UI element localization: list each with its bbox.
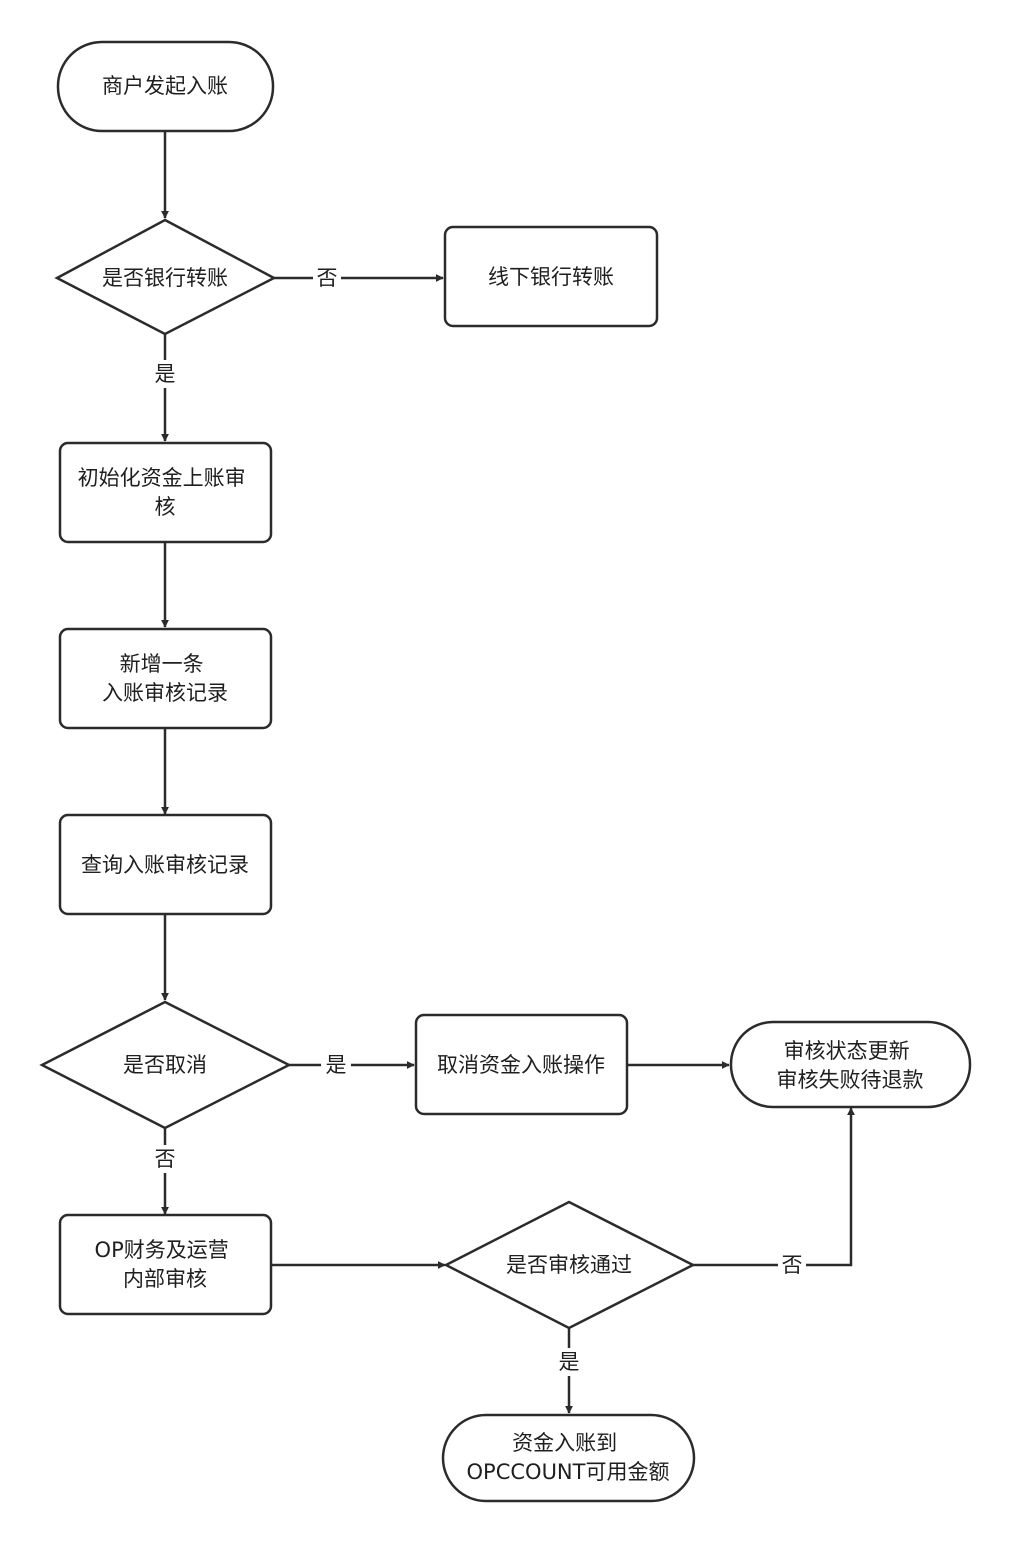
node-credit-account-text: 资金入账到 OPCCOUNT可用金额: [467, 1431, 670, 1484]
node-is-approved-line-1: 是否审核通过: [506, 1253, 632, 1277]
node-query-record-text: 查询入账审核记录: [81, 853, 249, 877]
node-is-bank-transfer-line-1: 是否银行转账: [102, 266, 228, 290]
node-start: 商户发起入账: [56, 40, 275, 133]
edge-approved-no-label-bg: [778, 1251, 806, 1279]
node-add-record-line-2: 入账审核记录: [102, 681, 228, 705]
node-cancel-op-line-1: 取消资金入账操作: [437, 1053, 605, 1077]
edge-cancel-no-label: 否: [155, 1147, 176, 1171]
edge-approved-no-label: 否: [782, 1253, 803, 1277]
node-offline-bank-transfer: 线下银行转账: [443, 225, 659, 328]
edge-approved-no: [693, 1107, 855, 1267]
node-op-audit-line-1: OP财务及运营: [95, 1238, 229, 1262]
node-offline-bank-transfer-line-1: 线下银行转账: [488, 265, 614, 289]
node-offline-bank-transfer-text: 线下银行转账: [488, 265, 614, 289]
node-credit-account-line-2: OPCCOUNT可用金额: [467, 1460, 670, 1484]
node-add-record-line-1: 新增一条: [120, 652, 204, 676]
node-is-cancel-line-1: 是否取消: [123, 1053, 207, 1077]
edge-bank-no-label: 否: [317, 266, 338, 290]
edges: 否 是 是 否 否 是: [150, 131, 855, 1414]
node-op-audit-text: OP财务及运营 内部审核: [95, 1238, 236, 1291]
node-op-audit-line-2: 内部审核: [123, 1267, 207, 1291]
node-credit-account: 资金入账到 OPCCOUNT可用金额: [441, 1413, 696, 1503]
node-is-bank-transfer: 是否银行转账: [54, 218, 277, 336]
node-is-bank-transfer-text: 是否银行转账: [102, 266, 228, 290]
node-credit-account-line-1: 资金入账到: [512, 1431, 617, 1455]
node-is-cancel: 是否取消: [39, 1000, 292, 1130]
node-start-text: 商户发起入账: [102, 74, 228, 98]
node-init-audit-line-2: 核: [155, 495, 176, 519]
node-query-record: 查询入账审核记录: [58, 813, 273, 916]
node-query-record-line-1: 查询入账审核记录: [81, 853, 249, 877]
node-status-update: 审核状态更新 审核失败待退款: [729, 1020, 972, 1109]
node-status-update-line-2: 审核失败待退款: [777, 1068, 924, 1092]
node-op-audit: OP财务及运营 内部审核: [58, 1213, 273, 1316]
node-status-update-text: 审核状态更新 审核失败待退款: [777, 1039, 924, 1092]
node-init-audit-text: 初始化资金上账审 核: [78, 466, 253, 519]
edge-cancel-yes-label-bg: [321, 1051, 351, 1079]
node-is-approved-text: 是否审核通过: [506, 1253, 632, 1277]
node-is-approved: 是否审核通过: [443, 1200, 696, 1330]
node-cancel-op-text: 取消资金入账操作: [437, 1053, 605, 1077]
node-init-audit-line-1: 初始化资金上账审: [78, 466, 246, 490]
edge-bank-yes-label-bg: [150, 360, 180, 388]
edge-cancel-no-label-bg: [151, 1145, 179, 1173]
edge-cancel-yes-label: 是: [326, 1053, 347, 1077]
edge-bank-yes-label: 是: [155, 362, 176, 386]
node-status-update-line-1: 审核状态更新: [784, 1039, 910, 1063]
node-start-line-1: 商户发起入账: [102, 74, 228, 98]
node-cancel-op: 取消资金入账操作: [414, 1013, 629, 1116]
nodes: 商户发起入账 是否银行转账 线下银行转账 初始化资金上账审 核: [39, 40, 972, 1503]
edge-approved-yes-label-bg: [554, 1348, 584, 1376]
node-init-audit: 初始化资金上账审 核: [58, 441, 273, 544]
edge-bank-no-label-bg: [313, 264, 341, 292]
edge-approved-yes-label: 是: [559, 1350, 580, 1374]
node-is-cancel-text: 是否取消: [123, 1053, 207, 1077]
node-add-record-text: 新增一条 入账审核记录: [102, 652, 228, 705]
node-add-record: 新增一条 入账审核记录: [58, 627, 273, 730]
